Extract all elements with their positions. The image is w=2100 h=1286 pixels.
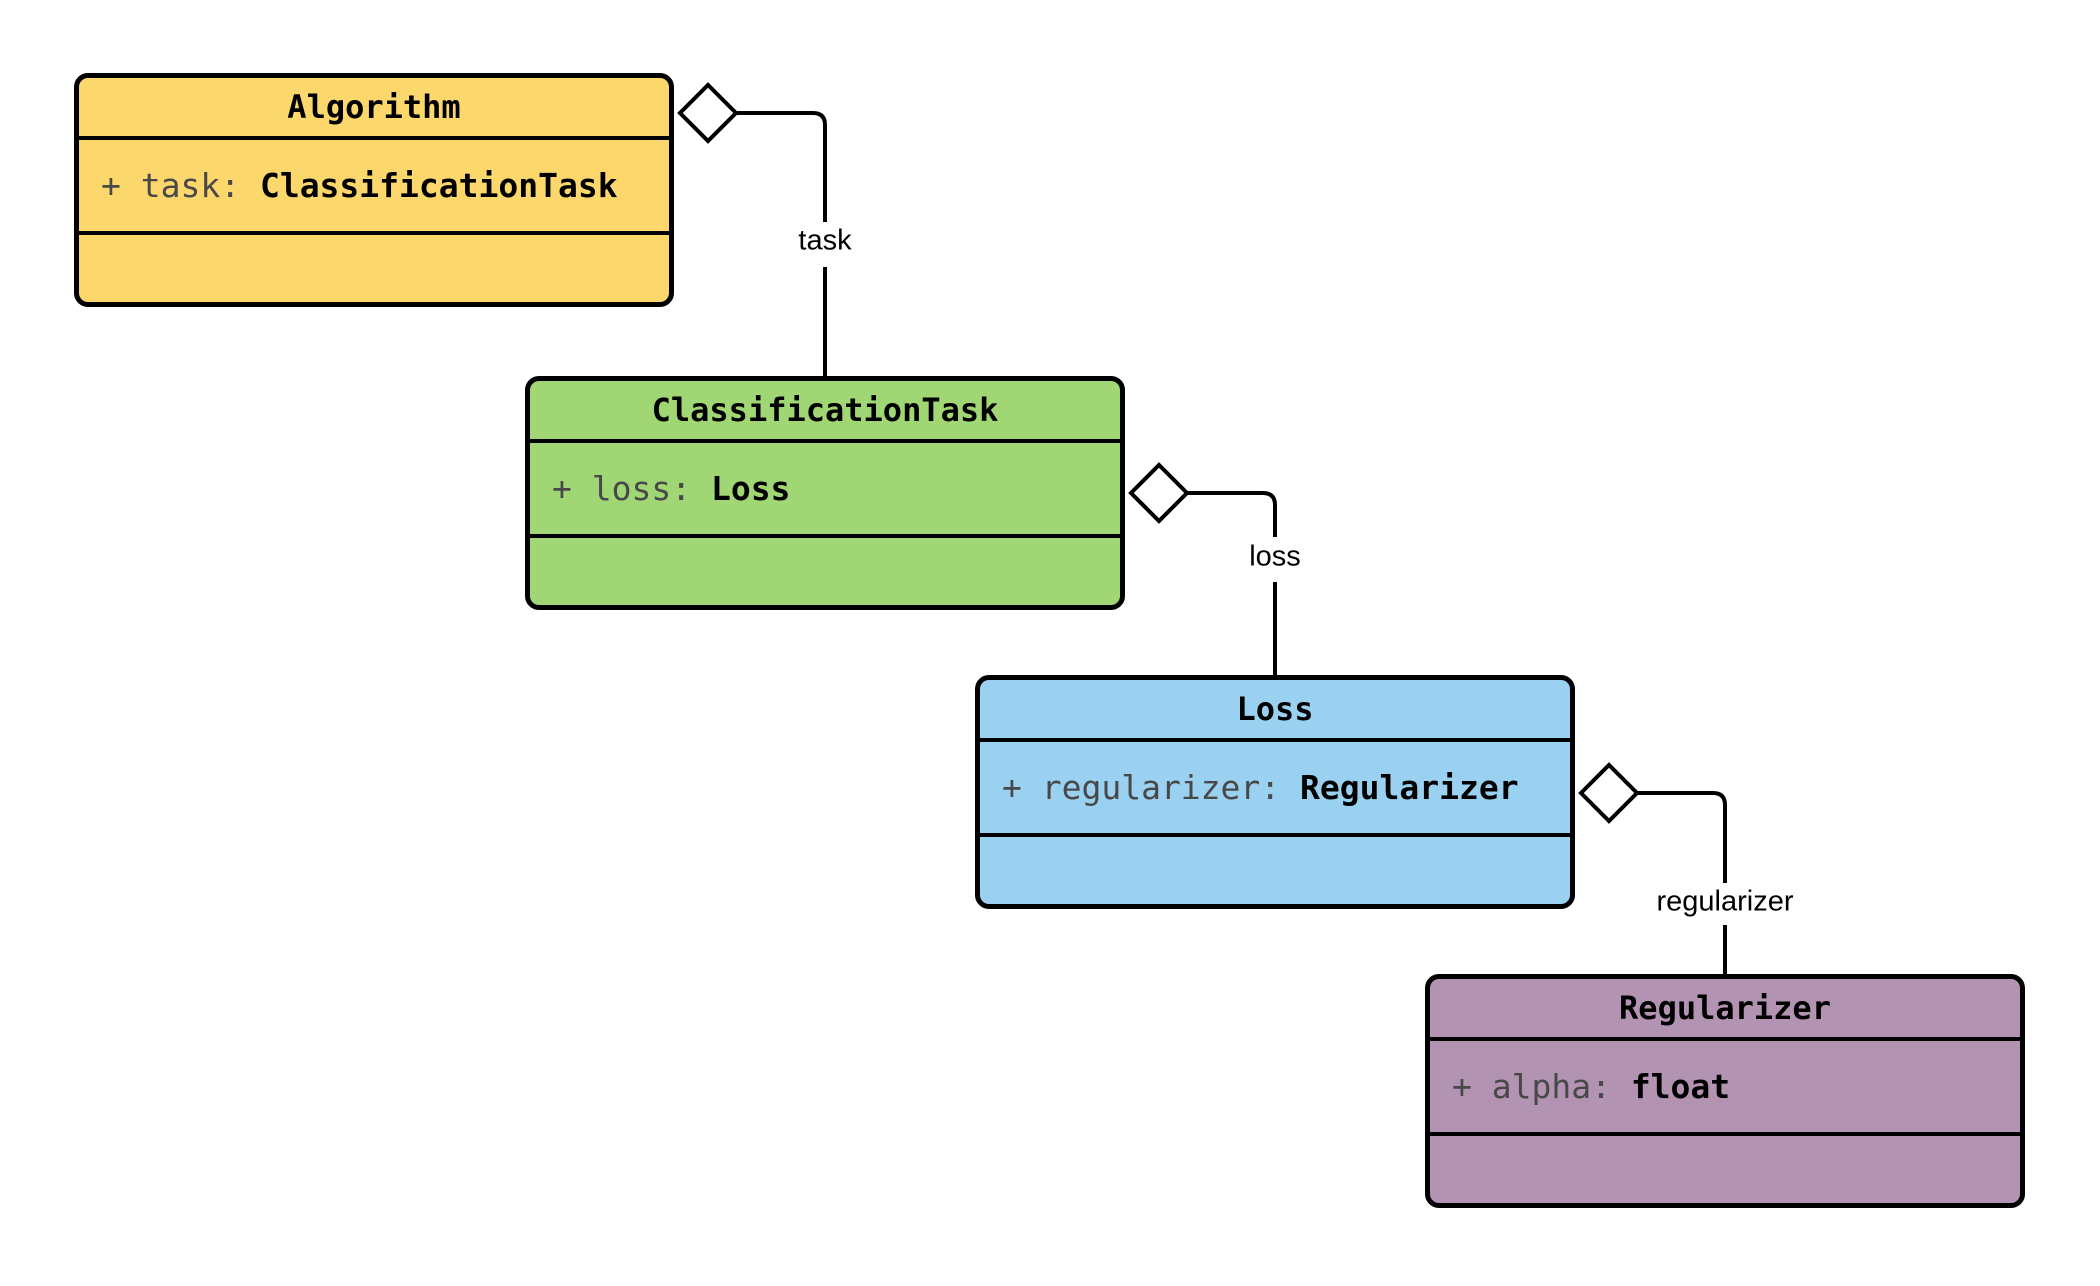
class-methods-row-empty — [980, 837, 1570, 904]
aggregation-diamond-icon — [677, 82, 739, 144]
class-title: Loss — [980, 680, 1570, 742]
attribute-type: ClassificationTask — [259, 166, 618, 205]
attribute-text: + task: — [101, 166, 260, 205]
attribute-type: Loss — [710, 469, 791, 508]
edge-label-regularizer: regularizer — [1653, 885, 1797, 919]
class-attributes-row: + alpha: float — [1430, 1041, 2020, 1136]
class-box-algorithm: Algorithm + task: ClassificationTask — [74, 73, 674, 307]
class-methods-row-empty — [79, 235, 669, 302]
attribute-text: + alpha: — [1452, 1067, 1631, 1106]
class-title: ClassificationTask — [530, 381, 1120, 443]
class-methods-row-empty — [530, 538, 1120, 605]
aggregation-diamond-icon — [1128, 462, 1190, 524]
class-box-loss: Loss + regularizer: Regularizer — [975, 675, 1575, 909]
edge-regularizer — [1578, 762, 1727, 978]
edge-label-task: task — [795, 224, 855, 258]
class-box-regularizer: Regularizer + alpha: float — [1425, 974, 2025, 1208]
class-methods-row-empty — [1430, 1136, 2020, 1203]
attribute-type: Regularizer — [1300, 768, 1519, 807]
edge-loss-line — [1187, 491, 1277, 679]
class-attributes-row: + task: ClassificationTask — [79, 140, 669, 235]
edge-label-loss: loss — [1246, 540, 1304, 574]
class-box-classificationtask: ClassificationTask + loss: Loss — [525, 376, 1125, 610]
attribute-text: + regularizer: — [1002, 768, 1301, 807]
class-title: Regularizer — [1430, 979, 2020, 1041]
class-attributes-row: + loss: Loss — [530, 443, 1120, 538]
class-attributes-row: + regularizer: Regularizer — [980, 742, 1570, 837]
attribute-type: float — [1630, 1067, 1731, 1106]
class-title: Algorithm — [79, 78, 669, 140]
aggregation-diamond-icon — [1578, 762, 1640, 824]
attribute-text: + loss: — [552, 469, 711, 508]
